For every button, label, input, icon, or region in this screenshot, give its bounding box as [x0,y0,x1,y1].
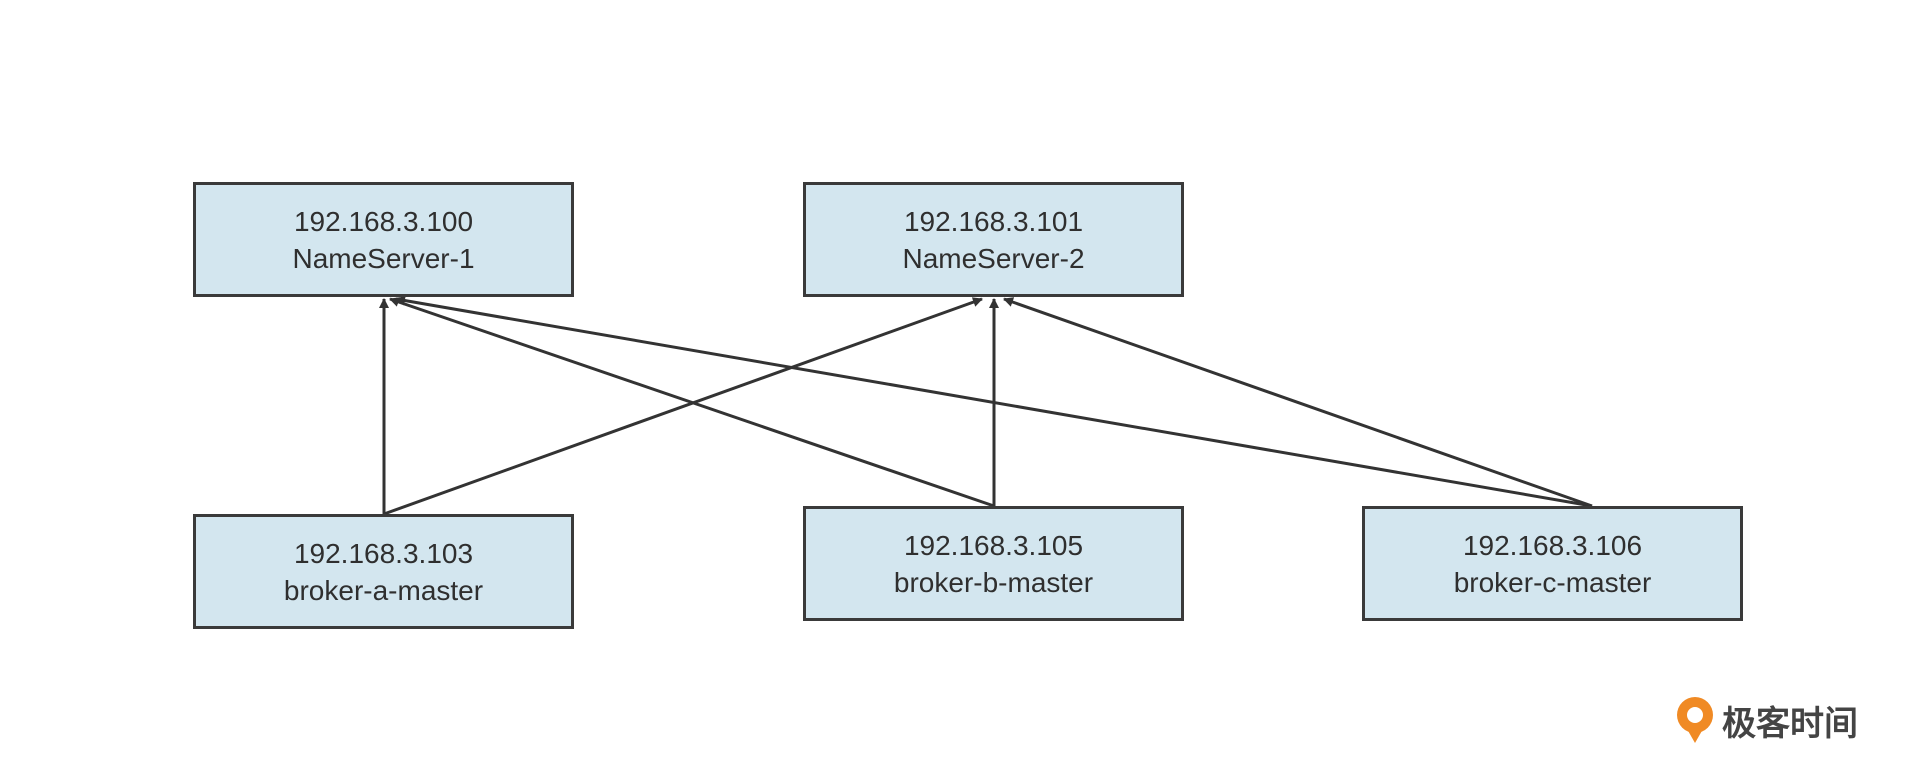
node-name: broker-c-master [1453,566,1652,598]
broker-b-master-node: 192.168.3.105 broker-b-master [803,506,1184,621]
edge-broker_c-to-ns1 [395,295,1593,508]
node-name: NameServer-2 [902,242,1085,274]
nameserver-1-node: 192.168.3.100 NameServer-1 [193,182,574,297]
node-name: broker-b-master [893,566,1094,598]
node-ip: 192.168.3.103 [293,537,474,569]
geektime-logo-icon [1677,697,1713,743]
nameserver-2-node: 192.168.3.101 NameServer-2 [803,182,1184,297]
watermark-text: 极客时间 [1722,703,1858,744]
node-name: NameServer-1 [292,242,475,274]
edge-broker_a-to-ns2 [383,297,983,516]
node-ip: 192.168.3.100 [293,205,474,237]
broker-c-master-node: 192.168.3.106 broker-c-master [1362,506,1743,621]
node-name: broker-a-master [283,574,484,606]
watermark-logo: 极客时间 [1674,695,1858,745]
node-ip: 192.168.3.106 [1462,529,1643,561]
node-ip: 192.168.3.105 [903,529,1084,561]
edge-broker_b-to-ns1 [389,297,995,508]
node-ip: 192.168.3.101 [903,205,1084,237]
broker-a-master-node: 192.168.3.103 broker-a-master [193,514,574,629]
edge-broker_c-to-ns2 [1003,297,1593,508]
